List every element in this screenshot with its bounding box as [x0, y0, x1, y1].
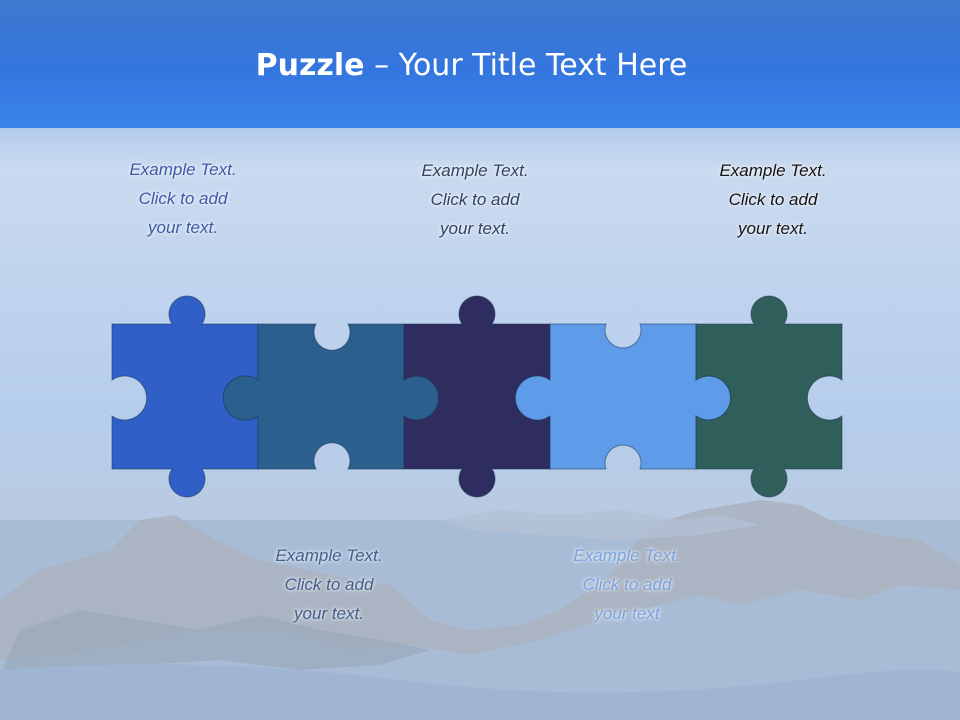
- slide-title[interactable]: Puzzle – Your Title Text Here: [0, 48, 943, 83]
- caption-5-line3: your text.: [738, 219, 808, 238]
- caption-2[interactable]: Example Text. Click to add your text.: [244, 541, 414, 628]
- caption-4-line3: your text: [594, 604, 660, 623]
- caption-1-line2: Click to add: [138, 189, 228, 208]
- caption-5[interactable]: Example Text. Click to add your text.: [688, 156, 858, 243]
- caption-3-line3: your text.: [440, 219, 510, 238]
- caption-2-line1: Example Text.: [275, 546, 383, 565]
- slide-title-bold: Puzzle: [255, 48, 365, 83]
- caption-2-line3: your text.: [294, 604, 364, 623]
- caption-3-line1: Example Text.: [421, 161, 529, 180]
- caption-2-line2: Click to add: [284, 575, 374, 594]
- caption-3-line2: Click to add: [430, 190, 520, 209]
- caption-4-line1: Example Text.: [573, 546, 681, 565]
- caption-1-line1: Example Text.: [129, 160, 237, 179]
- caption-4-line2: Click to add: [582, 575, 672, 594]
- title-band: [0, 0, 960, 128]
- slide-title-rest: – Your Title Text Here: [364, 48, 688, 83]
- title-band-fade: [0, 128, 960, 168]
- background-landscape: [0, 500, 960, 720]
- caption-4[interactable]: Example Text. Click to add your text: [542, 541, 712, 628]
- puzzle-piece-5[interactable]: [695, 295, 843, 498]
- caption-5-line2: Click to add: [728, 190, 818, 209]
- caption-1-line3: your text.: [148, 218, 218, 237]
- caption-3[interactable]: Example Text. Click to add your text.: [390, 156, 560, 243]
- caption-5-line1: Example Text.: [719, 161, 827, 180]
- caption-1[interactable]: Example Text. Click to add your text.: [98, 155, 268, 242]
